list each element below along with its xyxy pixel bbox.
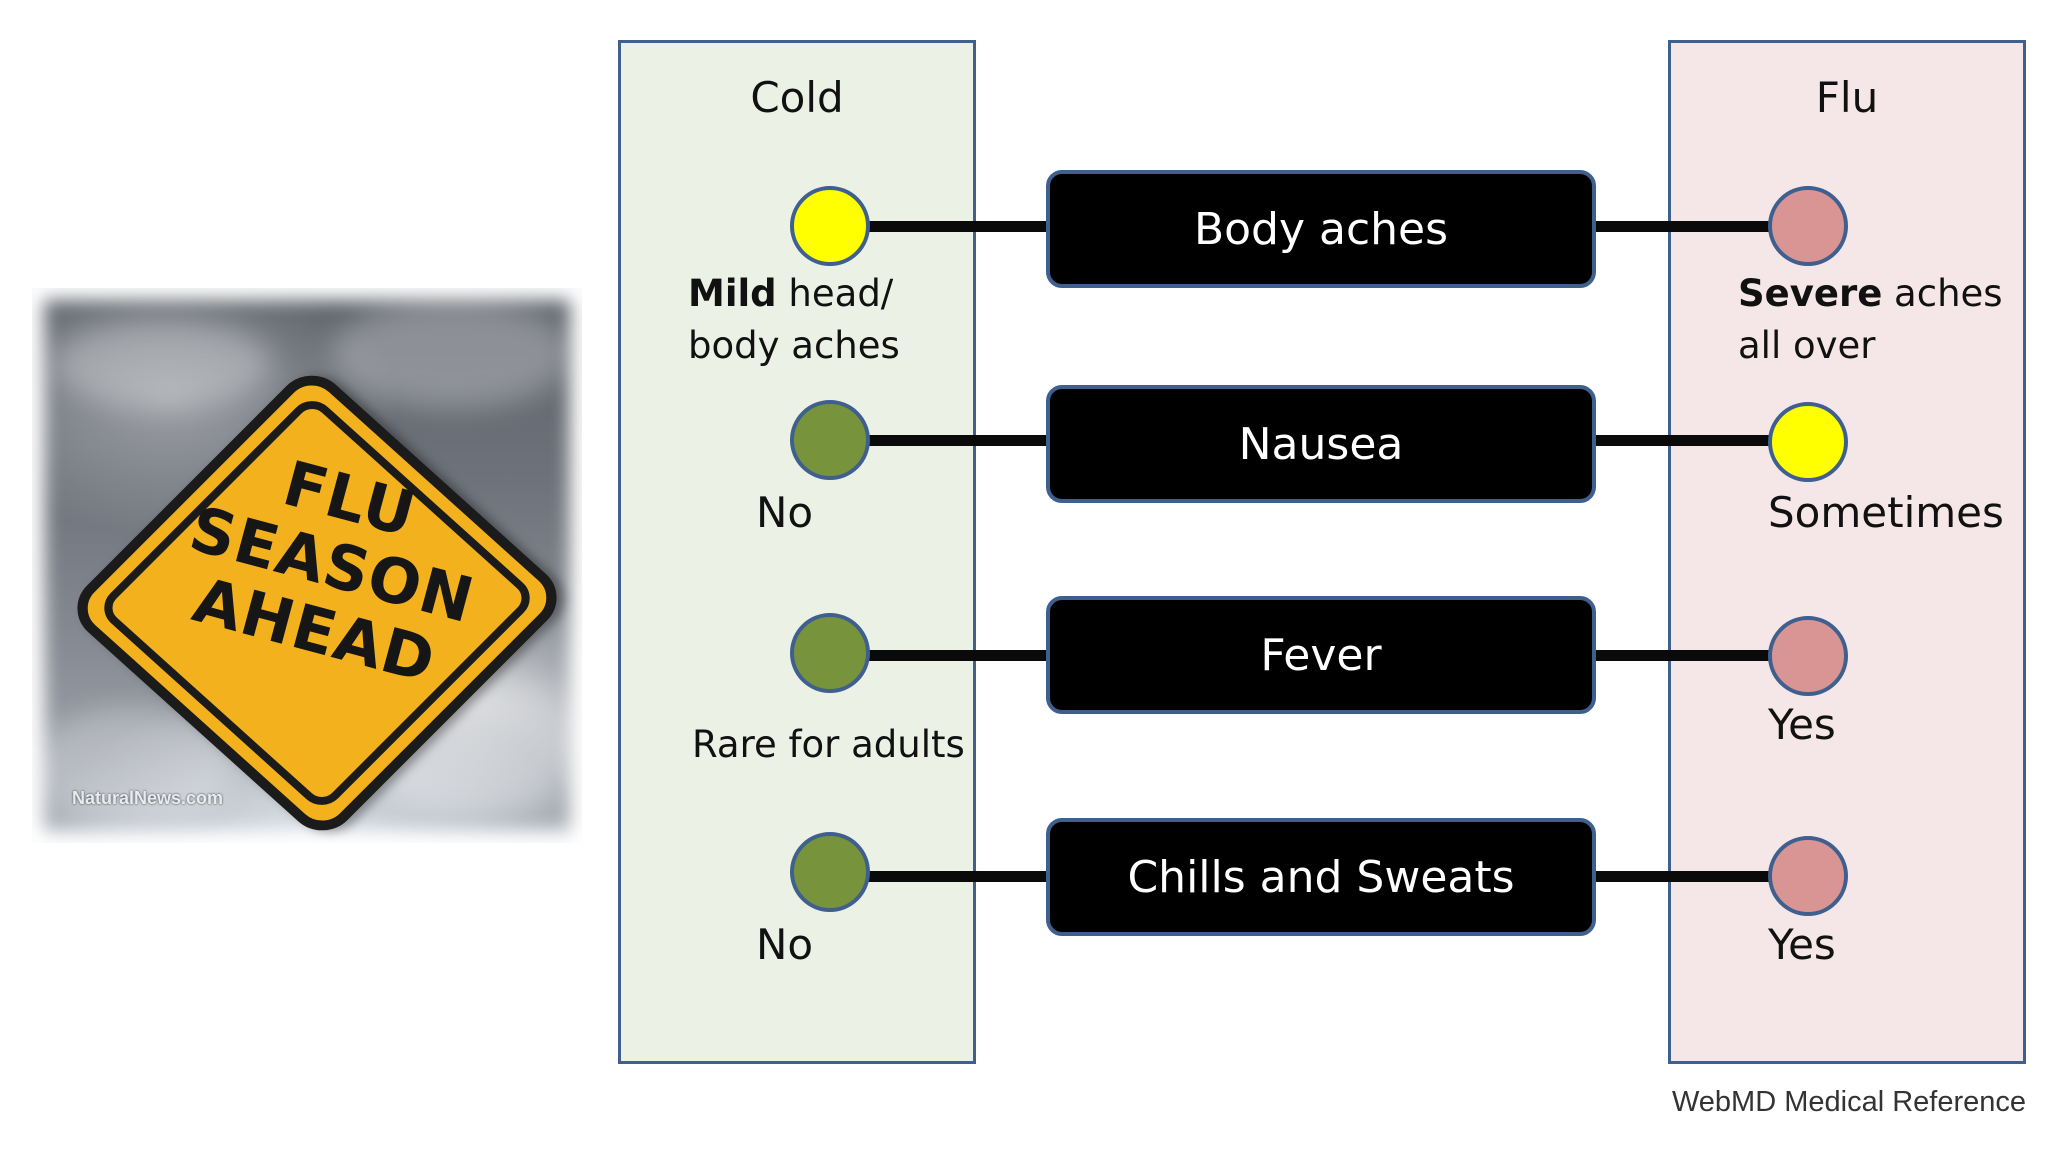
cold-nausea-label: No [756, 488, 814, 537]
cloud-shape [52, 318, 272, 408]
cold-body-aches-label: Mild head/body aches [688, 268, 900, 372]
cold-column: Cold [618, 40, 976, 1064]
label-text: body aches [688, 324, 900, 367]
cold-severity-dot [790, 832, 870, 912]
flu-severity-dot [1768, 402, 1848, 482]
cold-connector [868, 871, 1048, 882]
cold-chills-label: No [756, 920, 814, 969]
watermark: NaturalNews.com [72, 788, 224, 808]
flu-connector [1594, 221, 1784, 232]
cold-connector [868, 221, 1048, 232]
cold-connector [868, 650, 1048, 661]
flu-connector [1594, 435, 1784, 446]
symptom-body-aches: Body aches [1046, 170, 1596, 288]
symptom-chills-and-sweats: Chills and Sweats [1046, 818, 1596, 936]
cold-connector [868, 435, 1048, 446]
cold-fever-label: Rare for adults [692, 723, 965, 766]
flu-connector [1594, 650, 1784, 661]
cold-severity-dot [790, 186, 870, 266]
cold-column-title: Cold [750, 73, 844, 122]
flu-nausea-label: Sometimes [1768, 488, 2004, 537]
flu-severity-dot [1768, 836, 1848, 916]
label-text: head/ [776, 272, 894, 315]
label-bold: Severe [1738, 272, 1883, 315]
flu-chills-label: Yes [1768, 920, 1836, 969]
symptom-fever: Fever [1046, 596, 1596, 714]
flu-severity-dot [1768, 616, 1848, 696]
symptom-nausea: Nausea [1046, 385, 1596, 503]
flu-fever-label: Yes [1768, 700, 1836, 749]
source-citation: WebMD Medical Reference [1671, 1086, 2026, 1118]
label-text: all over [1738, 324, 1876, 367]
flu-column: Flu [1668, 40, 2026, 1064]
cold-severity-dot [790, 613, 870, 693]
cloud-shape [332, 298, 572, 408]
flu-severity-dot [1768, 186, 1848, 266]
flu-connector [1594, 871, 1784, 882]
cold-severity-dot [790, 400, 870, 480]
flu-season-image: FLU SEASON AHEAD NaturalNews.com [32, 288, 582, 843]
label-text: aches [1882, 272, 2003, 315]
flu-column-title: Flu [1815, 73, 1879, 122]
label-bold: Mild [688, 272, 777, 315]
